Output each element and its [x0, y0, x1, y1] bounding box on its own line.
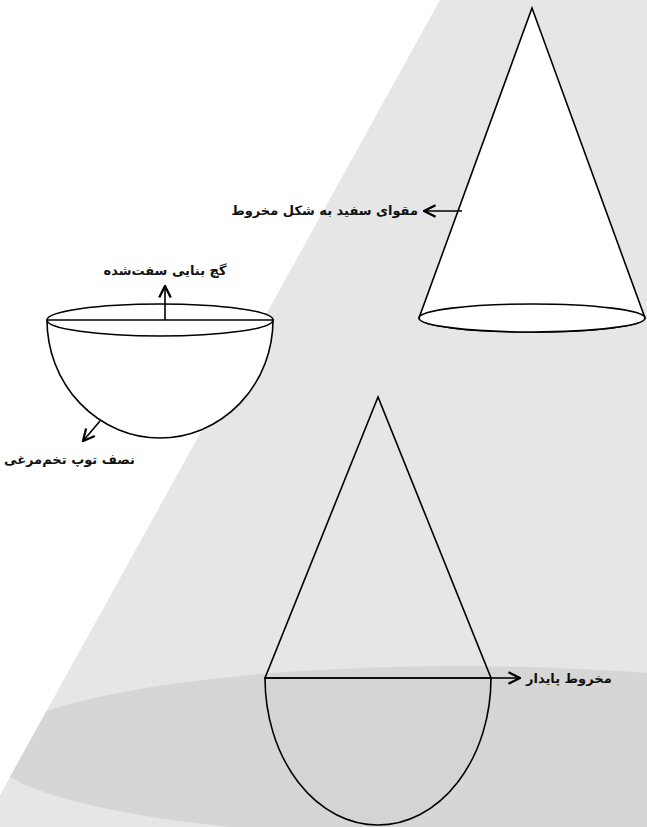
stable-cone	[265, 397, 491, 825]
ground-shadow	[0, 666, 647, 827]
part-label: گچ بنایی سفت‌شده	[104, 263, 227, 279]
part-label: مقوای سفید به شکل مخروط	[231, 203, 418, 219]
leader-line	[164, 286, 166, 320]
half-ball	[47, 304, 273, 438]
leader-line	[424, 210, 462, 212]
leader-line	[491, 677, 520, 679]
leader-line	[83, 421, 100, 441]
cardboard-cone	[419, 8, 645, 332]
part-label: نصف توپ تخم‌مرغی	[4, 452, 135, 468]
part-label: مخروط پایدار	[526, 671, 612, 687]
